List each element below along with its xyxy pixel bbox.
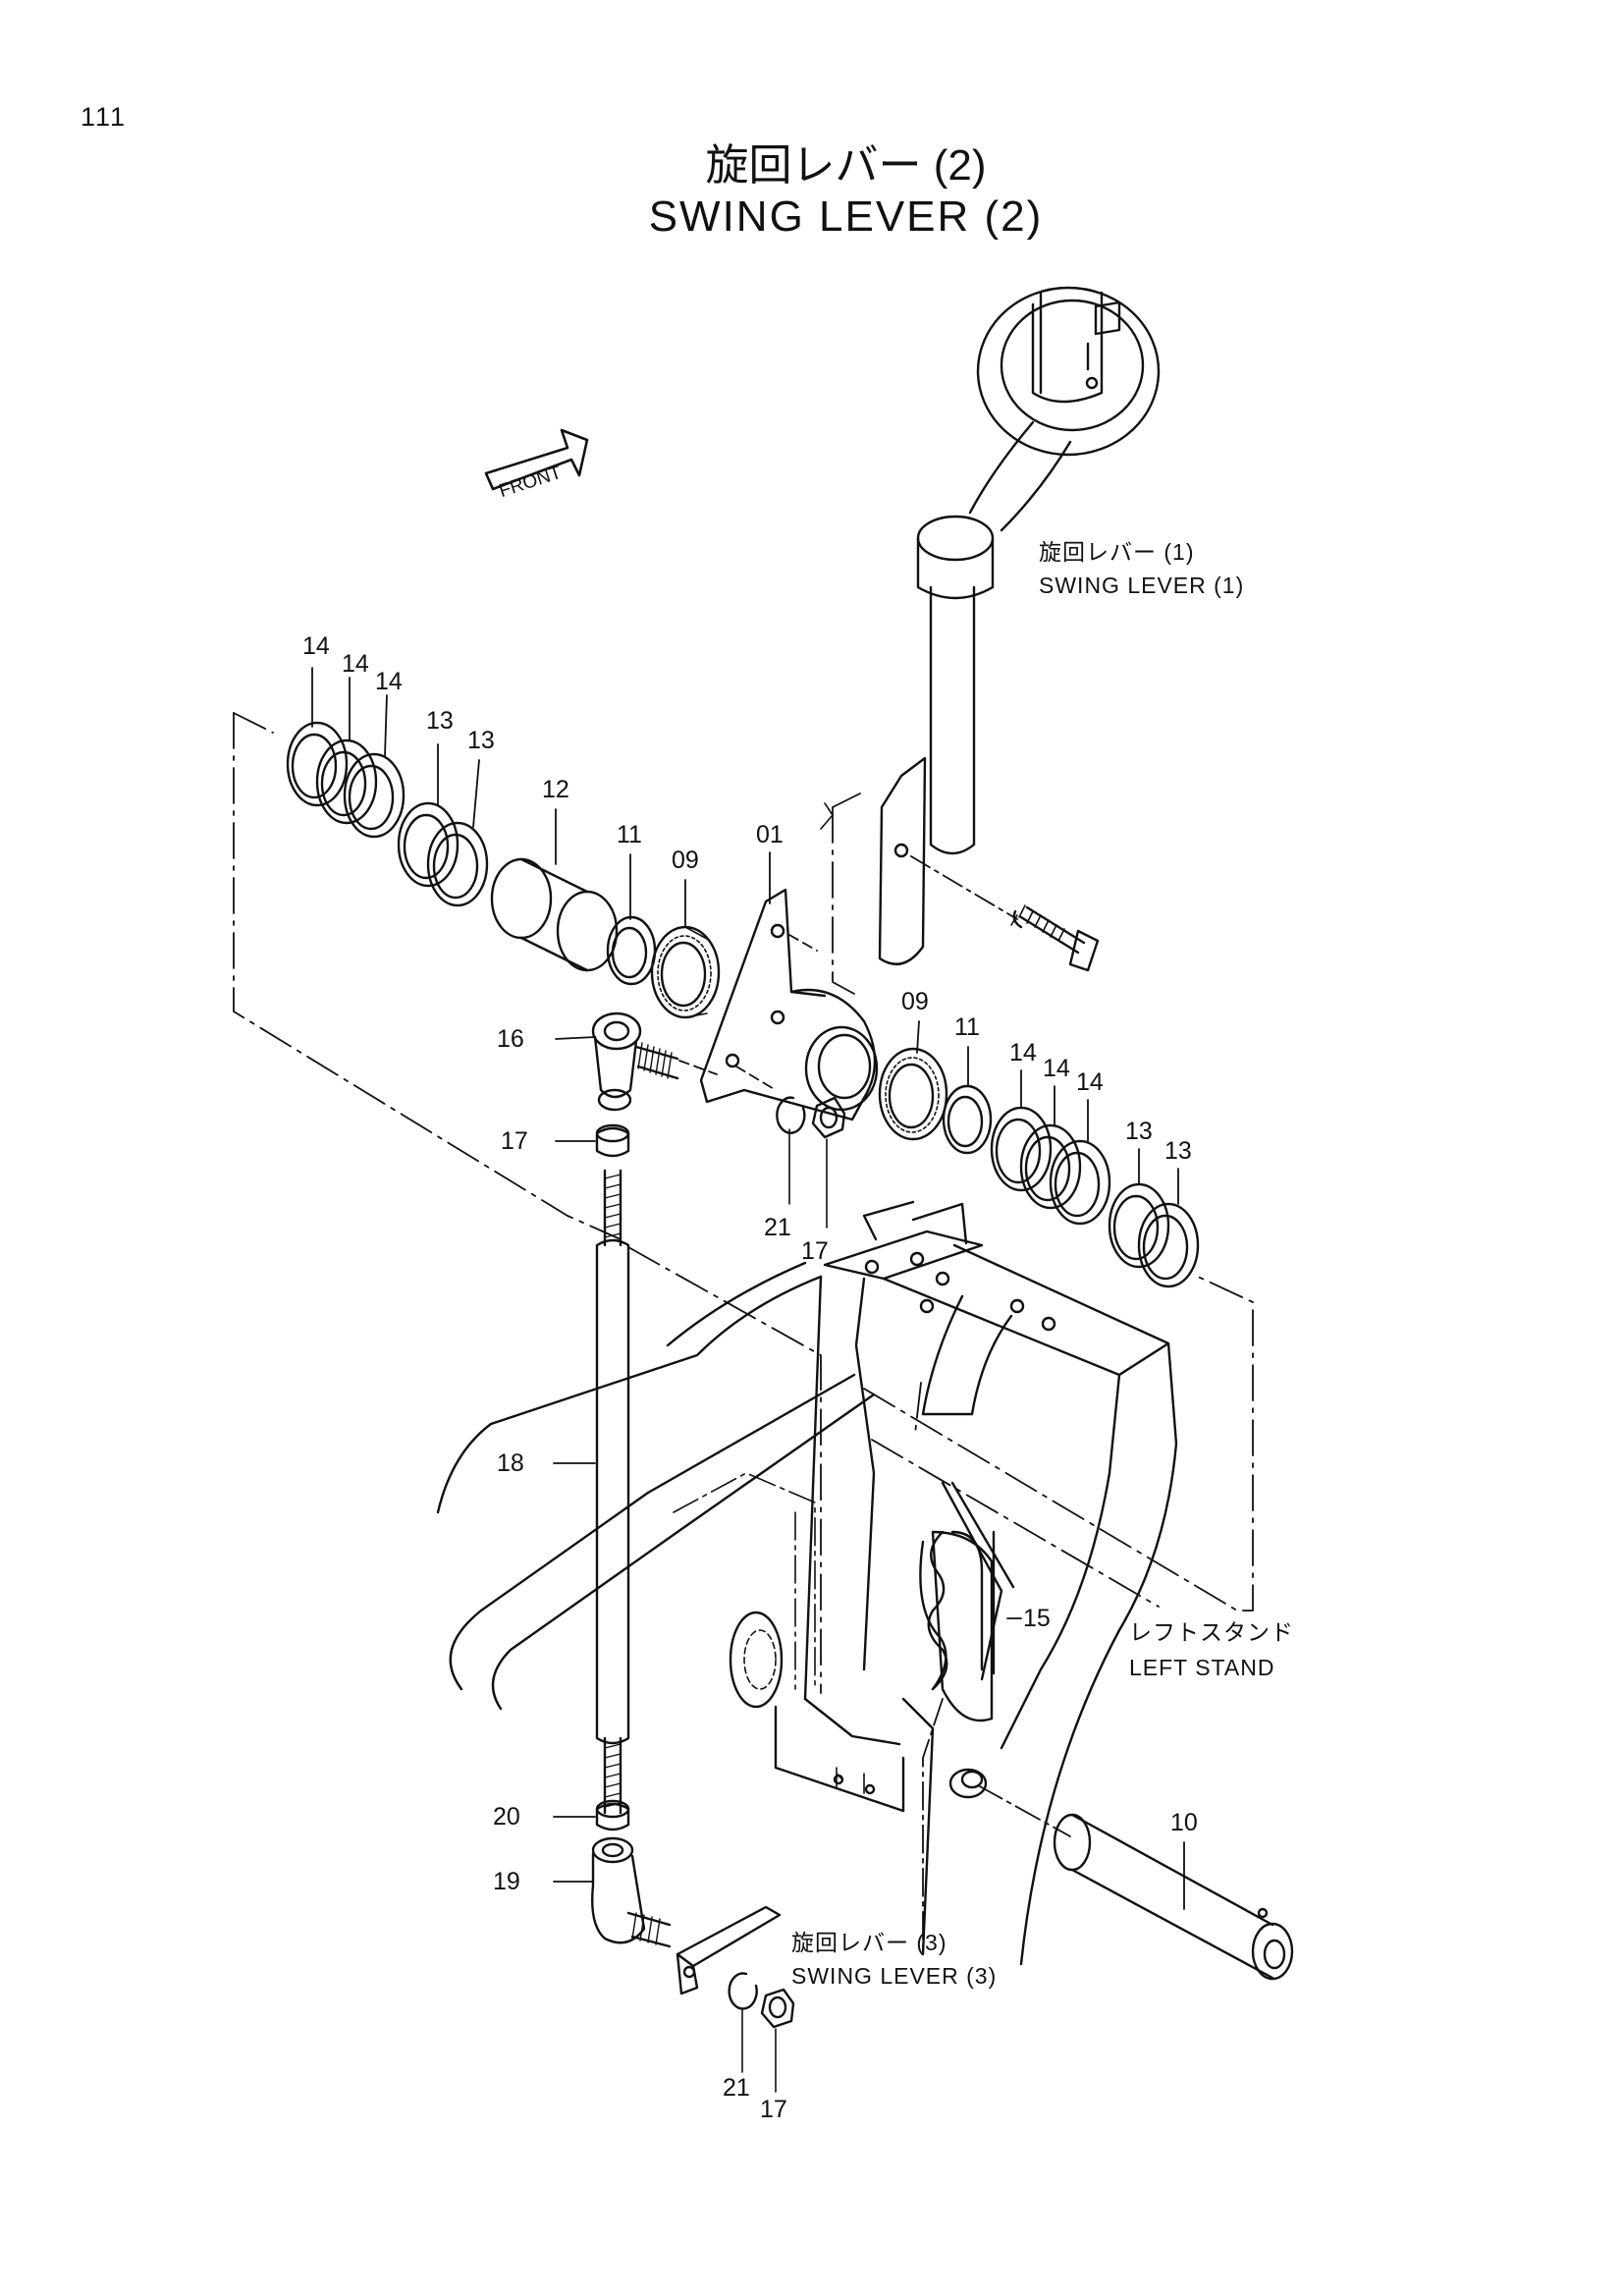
front-label: FRONT bbox=[497, 463, 565, 502]
callout-12: 12 bbox=[542, 776, 569, 803]
callout-13: 13 bbox=[1164, 1137, 1192, 1165]
ref-swing-lever-3-en: SWING LEVER (3) bbox=[791, 1963, 997, 1989]
left-stand-frame bbox=[436, 1200, 1178, 1966]
title-japanese: 旋回レバー (2) bbox=[705, 141, 987, 190]
callout-11: 11 bbox=[617, 821, 642, 848]
reference-labels: 旋回レバー (1) SWING LEVER (1) レフトスタンド LEFT S… bbox=[791, 539, 1294, 1989]
callout-14: 14 bbox=[342, 650, 369, 678]
callout-14: 14 bbox=[1076, 1068, 1104, 1096]
callout-14: 14 bbox=[1043, 1055, 1070, 1082]
callout-18: 18 bbox=[497, 1449, 524, 1477]
ref-swing-lever-1-jp: 旋回レバー (1) bbox=[1039, 539, 1195, 565]
clip-and-nut-upper bbox=[776, 1096, 846, 1229]
callout-10: 10 bbox=[1170, 1809, 1198, 1836]
leader-lines bbox=[311, 667, 1185, 1910]
rod-end-lower-19 bbox=[591, 1836, 672, 1948]
nut-20 bbox=[595, 1799, 630, 1831]
callout-21: 21 bbox=[764, 1214, 791, 1241]
pin-10 bbox=[977, 1784, 1294, 1981]
callout-14: 14 bbox=[1009, 1039, 1037, 1066]
phantom-lines bbox=[233, 712, 1254, 1694]
nut-17-upper bbox=[595, 1123, 630, 1158]
callout-20: 20 bbox=[493, 1803, 520, 1831]
ref-swing-lever-1-en: SWING LEVER (1) bbox=[1039, 573, 1244, 598]
washer-stack-lower bbox=[878, 1047, 1200, 1288]
callout-14: 14 bbox=[375, 668, 403, 695]
callout-13: 13 bbox=[1125, 1118, 1153, 1145]
bracket-01 bbox=[699, 802, 879, 1121]
callout-15: 15 bbox=[1023, 1605, 1051, 1632]
callout-13: 13 bbox=[467, 727, 495, 754]
front-arrow-icon: FRONT bbox=[484, 428, 589, 502]
callout-01: 01 bbox=[756, 821, 784, 848]
washer-stack-upper bbox=[286, 721, 721, 1019]
swing-lever-3-plate bbox=[676, 1905, 795, 2093]
cotter-pin-15 bbox=[927, 1530, 996, 1691]
callout-17: 17 bbox=[501, 1127, 528, 1155]
callout-19: 19 bbox=[493, 1868, 520, 1895]
callout-16: 16 bbox=[497, 1025, 524, 1053]
callout-14: 14 bbox=[302, 632, 330, 660]
page-number: 111 bbox=[81, 102, 128, 132]
callout-13: 13 bbox=[426, 707, 454, 735]
callout-17: 17 bbox=[801, 1237, 829, 1265]
callout-21: 21 bbox=[723, 2074, 750, 2102]
callout-17: 17 bbox=[760, 2096, 787, 2123]
title-english: SWING LEVER (2) bbox=[648, 192, 1044, 241]
callout-numbers: 14 14 14 13 13 12 11 09 01 16 17 21 17 0… bbox=[302, 632, 1198, 2123]
ref-left-stand-jp: レフトスタンド bbox=[1129, 1619, 1294, 1645]
ref-left-stand-en: LEFT STAND bbox=[1129, 1655, 1274, 1680]
tie-rod-18 bbox=[595, 1169, 630, 1815]
callout-09: 09 bbox=[672, 847, 699, 874]
ref-swing-lever-3-jp: 旋回レバー (3) bbox=[791, 1930, 947, 1955]
rod-end-upper-16 bbox=[591, 1011, 718, 1112]
callout-11: 11 bbox=[954, 1013, 980, 1041]
swing-lever-1-assembly bbox=[878, 286, 1161, 972]
callout-09: 09 bbox=[901, 988, 929, 1015]
